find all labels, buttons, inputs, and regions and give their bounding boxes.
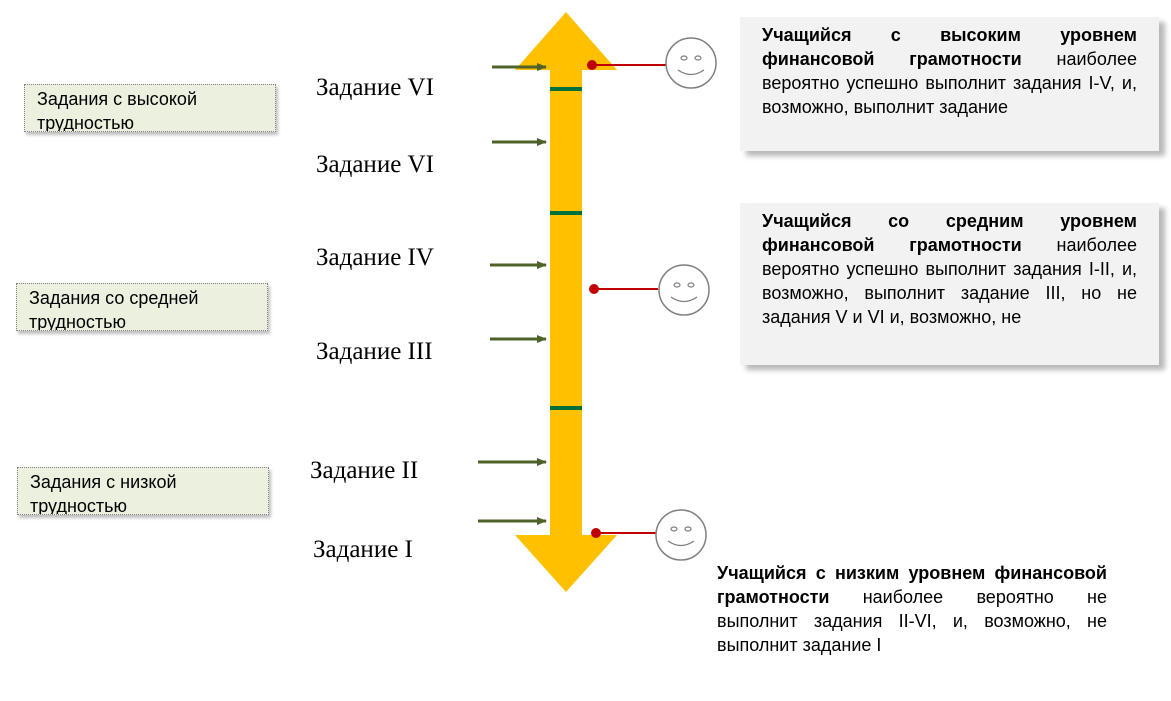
task-label: Задание III [316, 338, 433, 365]
difficulty-box-low: Задания с низкой трудностью [17, 467, 269, 515]
task-label: Задание VI [316, 74, 434, 101]
task-label: Задание I [313, 536, 413, 563]
student-description-bold: Учащийся со средним уровнем финансовой г… [762, 211, 1137, 255]
student-pointer [587, 60, 666, 70]
smiley-face-icon [658, 264, 710, 316]
difficulty-box-label: Задания со средней трудностью [29, 288, 199, 331]
student-description-text: наиболее вероятно не выполнит задания II… [717, 587, 1107, 655]
student-description-text: наиболее вероятно успешно выполнит задан… [762, 49, 1137, 117]
task-label: Задание IV [316, 244, 434, 271]
task-label: Задание VI [316, 151, 434, 178]
scale-arrow [515, 12, 617, 592]
student-description-bold: Учащийся с низким уровнем финансовой гра… [717, 563, 1107, 607]
difficulty-box-medium: Задания со средней трудностью [16, 283, 268, 331]
task-label: Задание II [310, 457, 419, 484]
smiley-face-icon [655, 509, 707, 561]
difficulty-box-label: Задания с высокой трудностью [37, 89, 197, 132]
smiley-face-icon [665, 37, 717, 89]
student-description-low: Учащийся с низким уровнем финансовой гра… [717, 561, 1107, 699]
student-description-high: Учащийся с высоким уровнем финансовой гр… [740, 17, 1159, 151]
difficulty-box-label: Задания с низкой трудностью [30, 472, 177, 515]
difficulty-box-high: Задания с высокой трудностью [24, 84, 276, 132]
student-description-bold: Учащийся с высоким уровнем финансовой гр… [762, 25, 1137, 69]
student-description-text: наиболее вероятно успешно выполнит задан… [762, 235, 1137, 327]
student-description-medium: Учащийся со средним уровнем финансовой г… [740, 203, 1159, 365]
student-pointer [591, 528, 656, 538]
student-pointer [589, 284, 658, 294]
